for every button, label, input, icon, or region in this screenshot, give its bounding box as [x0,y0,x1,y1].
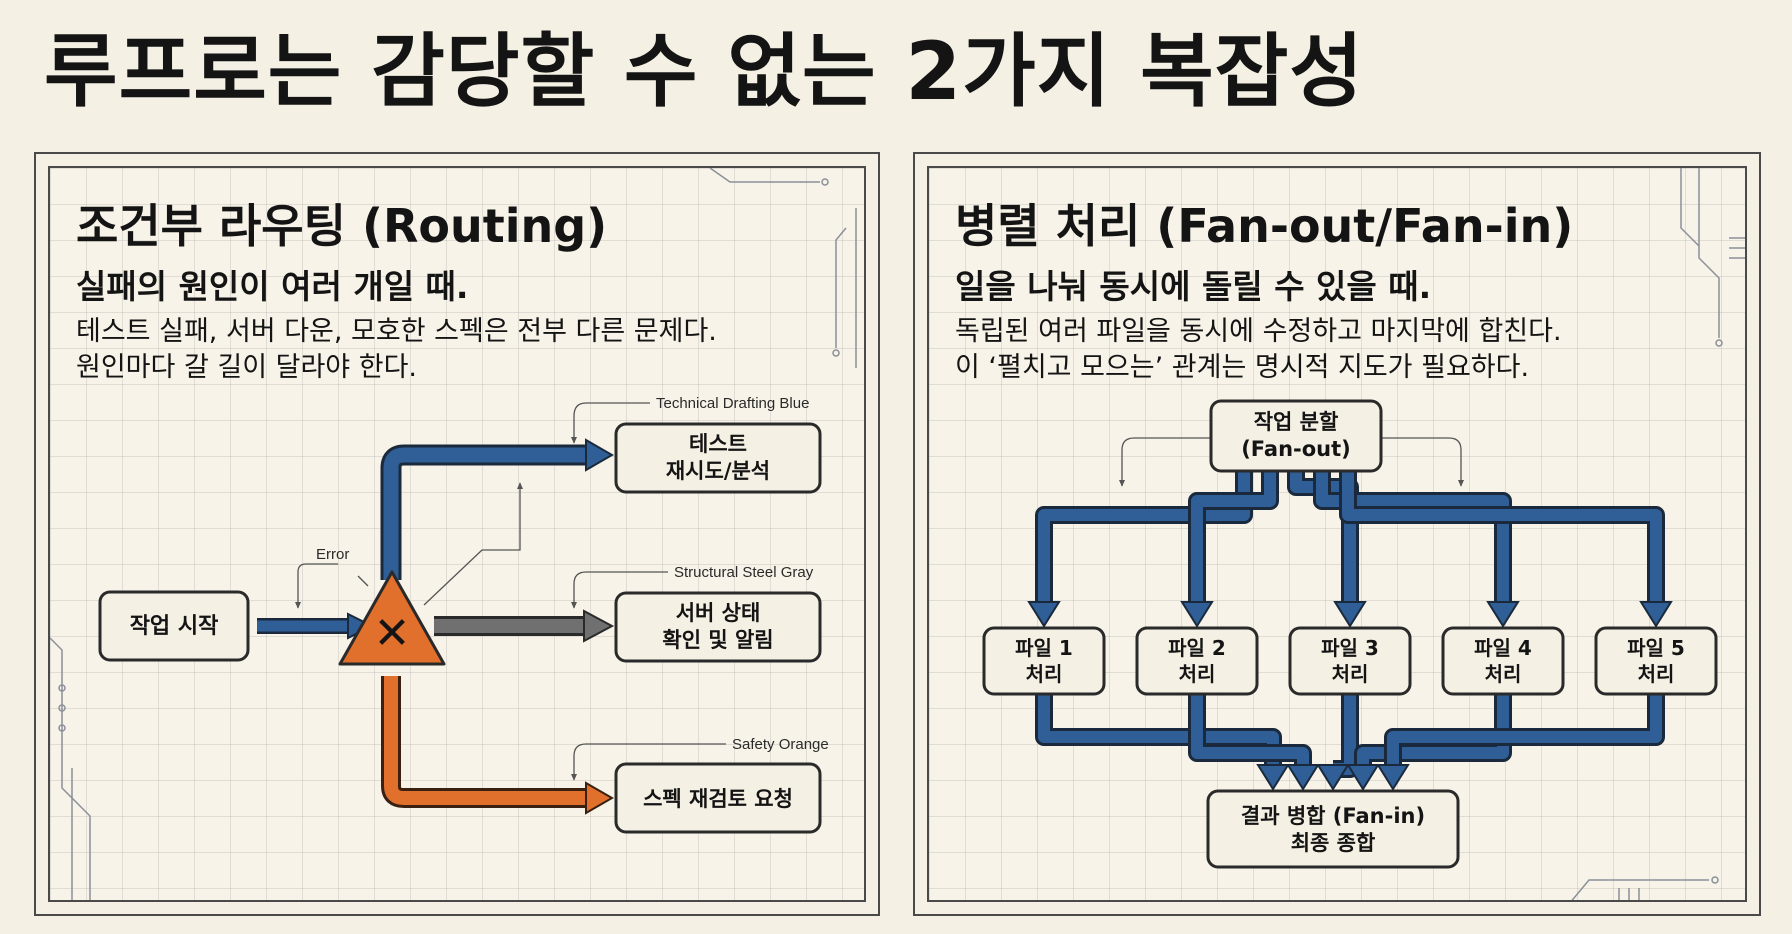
server-node [614,591,822,663]
retry-node [614,422,822,494]
route-arrow-gray-head [583,609,615,643]
worker-node-line2: 처리 [1485,662,1522,686]
fan-out-arrow-4-head [1486,601,1520,628]
route-arrow-orange [381,676,590,808]
start-node-label: 작업 시작 [130,614,219,639]
worker-node-line2: 처리 [1638,662,1675,686]
fan-in-arrow-5-fill [1387,694,1662,769]
fan-in-arrow-1-head [1256,764,1290,791]
annotation-blue: Technical Drafting Blue [656,395,809,412]
worker-node-line2: 처리 [1179,662,1216,686]
worker-node-3 [1288,626,1412,696]
annotation-leaders [294,402,726,781]
fan-in-arrow-3-head [1316,764,1350,791]
error-label: Error [316,546,349,563]
start-node [98,590,250,662]
routing-diagram: Technical Drafting Blue Structural Steel… [50,168,857,900]
fan-out-arrow-5-fill [1342,471,1662,606]
fan-out-arrow-4-fill [1316,471,1509,606]
fan-arrows [1027,471,1673,791]
fan-out-arrow-3-head [1333,601,1367,628]
worker-node-line1: 파일 1 [1015,636,1073,660]
retry-node-line2: 재시도/분석 [666,459,770,483]
route-arrow-blue-fill [383,447,590,580]
error-triangle [338,570,446,666]
parallel-subtitle: 일을 나눠 동시에 돌릴 수 있을 때. [955,267,1432,306]
worker-node-2 [1135,626,1259,696]
routing-description: 테스트 실패, 서버 다운, 모호한 스펙은 전부 다른 문제다. 원인마다 갈… [76,314,717,386]
parallel-desc-line-2: 이 ‘펼치고 모으는’ 관계는 명시적 지도가 필요하다. [955,352,1530,383]
fan-in-arrow-2-head [1286,764,1320,791]
route-arrow-blue [380,444,590,580]
split-node [1209,399,1383,473]
fan-out-arrow-2 [1188,471,1279,606]
worker-node-line1: 파일 3 [1321,636,1379,660]
routing-desc-line-2: 원인마다 갈 길이 달라야 한다. [76,352,417,383]
error-x-icon: ✕ [374,608,411,659]
worker-node-line1: 파일 2 [1168,636,1226,660]
fan-out-arrow-1 [1035,471,1253,606]
merge-node-line2: 최종 종합 [1291,831,1376,855]
parallel-title: 병렬 처리 (Fan-out/Fan-in) [955,199,1574,253]
worker-node-line2: 처리 [1026,662,1063,686]
merge-node [1206,789,1460,869]
routing-panel: 조건부 라우팅 (Routing) 실패의 원인이 여러 개일 때. 테스트 실… [34,152,880,916]
annotation-orange: Safety Orange [732,736,829,753]
split-side-leaders [1118,437,1465,487]
worker-node-5 [1594,626,1718,696]
fan-in-arrow-4-head [1346,764,1380,791]
fan-out-arrow-1-fill [1038,471,1250,606]
fan-out-arrow-2-head [1180,601,1214,628]
spec-node [614,762,822,834]
fan-in-arrow-5-head [1376,764,1410,791]
route-arrow-orange-head [585,781,615,815]
worker-node-line1: 파일 5 [1627,636,1685,660]
worker-node-line2: 처리 [1332,662,1369,686]
server-node-line1: 서버 상태 [676,601,761,625]
routing-panel-inner: 조건부 라우팅 (Routing) 실패의 원인이 여러 개일 때. 테스트 실… [48,166,866,902]
merge-node-line1: 결과 병합 (Fan-in) [1241,804,1425,828]
fan-in-arrow-2-fill [1191,694,1309,769]
route-arrow-orange-fill [384,676,590,805]
retry-node-line1: 테스트 [689,432,747,456]
parallel-panel: 병렬 처리 (Fan-out/Fan-in) 일을 나눠 동시에 돌릴 수 있을… [913,152,1761,916]
routing-desc-line-1: 테스트 실패, 서버 다운, 모호한 스펙은 전부 다른 문제다. [76,316,717,347]
parallel-panel-inner: 병렬 처리 (Fan-out/Fan-in) 일을 나눠 동시에 돌릴 수 있을… [927,166,1747,902]
fan-out-arrow-2-fill [1191,471,1276,606]
worker-node-line1: 파일 4 [1474,636,1532,660]
worker-node-1 [982,626,1106,696]
fan-out-arrow-5-head [1639,601,1673,628]
circuit-decoration [1571,168,1745,900]
routing-title: 조건부 라우팅 (Routing) [76,199,608,253]
server-node-line2: 확인 및 알림 [662,628,773,652]
route-arrow-blue-head [585,438,615,472]
spec-node-label: 스펙 재검토 요청 [643,787,793,811]
parallel-description: 독립된 여러 파일을 동시에 수정하고 마지막에 합친다. 이 ‘펼치고 모으는… [955,314,1562,386]
fan-out-arrow-1-head [1027,601,1061,628]
parallel-desc-line-1: 독립된 여러 파일을 동시에 수정하고 마지막에 합친다. [955,316,1562,347]
annotation-gray: Structural Steel Gray [674,564,814,581]
split-node-line1: 작업 분할 [1254,410,1339,434]
circuit-decoration [50,168,857,900]
split-node-line2: (Fan-out) [1241,437,1351,461]
routing-subtitle: 실패의 원인이 여러 개일 때. [76,267,469,306]
fan-in-arrow-4-fill [1357,694,1509,769]
page-title: 루프로는 감당할 수 없는 2가지 복잡성 [44,25,1364,118]
worker-node-4 [1441,626,1565,696]
